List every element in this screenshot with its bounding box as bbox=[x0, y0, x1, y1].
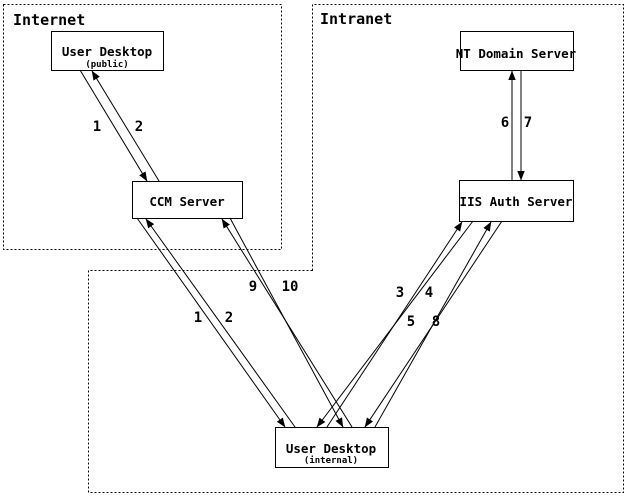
node-ccm-server: CCM Server bbox=[132, 181, 243, 219]
user-desktop-internal-title: User Desktop bbox=[286, 441, 376, 456]
flow-2-public-label: 2 bbox=[135, 119, 143, 135]
flow-7-label: 7 bbox=[524, 115, 532, 131]
intranet-zone-border bbox=[88, 4, 624, 493]
ccm-server-box bbox=[132, 181, 243, 219]
flow-2-ccm-to-public-desktop-line bbox=[91, 70, 160, 182]
node-iis-auth-server: IIS Auth Server bbox=[459, 180, 574, 222]
iis-auth-server-title: IIS Auth Server bbox=[460, 194, 573, 209]
flow-9-label: 9 bbox=[249, 279, 257, 295]
zones: Internet Intranet bbox=[3, 4, 624, 493]
ccm-server-title: CCM Server bbox=[149, 194, 225, 209]
node-nt-domain-server: NT Domain Server bbox=[456, 31, 577, 71]
flow-1-public-label: 1 bbox=[93, 119, 101, 135]
flow-1-ccm-to-internal-desktop-line bbox=[136, 217, 286, 428]
flow-10-ccm-to-internal-desktop-line bbox=[229, 217, 344, 428]
flow-1-public-desktop-to-ccm-line bbox=[79, 69, 148, 182]
flow-2-internal-desktop-to-ccm-line bbox=[145, 218, 296, 428]
flow-10-label: 10 bbox=[282, 279, 299, 295]
flow-4-label: 4 bbox=[425, 285, 433, 301]
flow-4-iis-to-internal-desktop-line bbox=[316, 220, 474, 428]
nt-domain-server-title: NT Domain Server bbox=[456, 46, 577, 61]
flow-6-label: 6 bbox=[501, 115, 509, 131]
flow-2-internal-label: 2 bbox=[225, 310, 233, 326]
flow-3-label: 3 bbox=[396, 285, 404, 301]
user-desktop-internal-subtitle: (internal) bbox=[304, 455, 358, 466]
intranet-zone-label: Intranet bbox=[320, 10, 392, 28]
user-desktop-public-subtitle: (public) bbox=[85, 59, 128, 70]
node-user-desktop-public: User Desktop (public) bbox=[51, 31, 164, 71]
nt-domain-server-box bbox=[460, 31, 574, 71]
flow-8-iis-to-internal-desktop-line bbox=[364, 220, 503, 428]
flows: 1 2 6 7 1 2 9 10 3 4 5 8 bbox=[79, 69, 532, 428]
user-desktop-internal-box bbox=[275, 427, 389, 468]
internet-zone-label: Internet bbox=[13, 11, 85, 29]
user-desktop-public-title: User Desktop bbox=[62, 44, 152, 59]
flow-8-label: 8 bbox=[432, 314, 440, 330]
user-desktop-public-box bbox=[51, 31, 164, 71]
node-user-desktop-internal: User Desktop (internal) bbox=[275, 427, 389, 468]
internet-zone-border bbox=[3, 4, 282, 250]
nodes: User Desktop (public) CCM Server NT Doma… bbox=[51, 31, 577, 468]
iis-auth-server-box bbox=[459, 180, 574, 222]
flow-5-label: 5 bbox=[407, 314, 415, 330]
flow-1-internal-label: 1 bbox=[194, 310, 202, 326]
